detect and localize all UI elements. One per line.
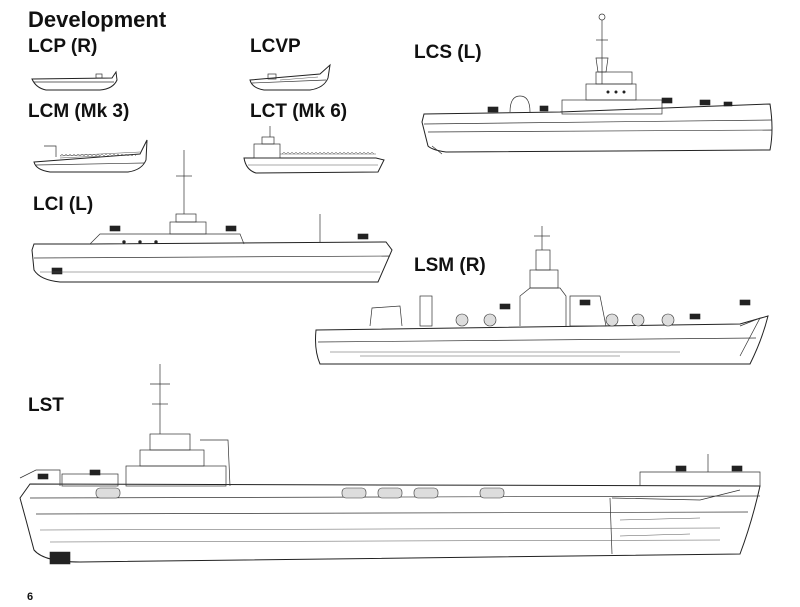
page-title: Development (28, 7, 167, 32)
page-number: 6 (27, 591, 34, 603)
label-lcp-r: LCP (R) (28, 36, 98, 57)
lcvp-drawing (249, 63, 331, 91)
label-lcvp: LCVP (250, 36, 301, 57)
label-lcs-l: LCS (L) (414, 42, 482, 63)
lci-l-drawing (31, 150, 393, 283)
label-lsm-r: LSM (R) (414, 255, 486, 276)
label-lct-mk6: LCT (Mk 6) (250, 101, 348, 122)
lsm-r-drawing (315, 226, 769, 365)
lcs-l-drawing (421, 13, 773, 155)
lct-mk6-drawing (243, 126, 385, 174)
lcp-r-drawing (31, 70, 118, 91)
label-lcm-mk3: LCM (Mk 3) (28, 101, 130, 122)
lcm-mk3-drawing (33, 139, 148, 173)
label-lci-l: LCI (L) (33, 194, 94, 215)
label-lst: LST (28, 395, 64, 416)
lst-drawing (19, 364, 761, 565)
